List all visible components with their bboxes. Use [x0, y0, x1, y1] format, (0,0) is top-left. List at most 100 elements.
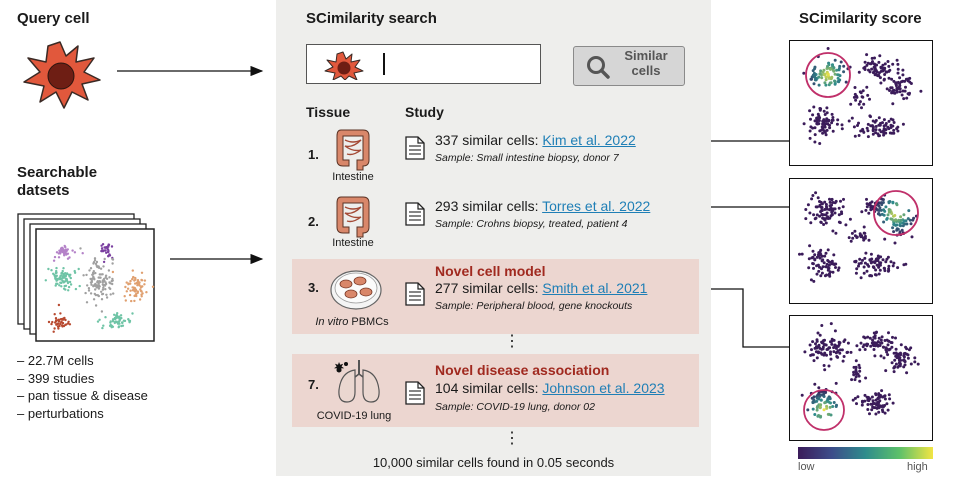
umap-point: [128, 293, 132, 297]
umap-point: [873, 402, 877, 406]
umap-point: [865, 269, 869, 273]
umap-point: [911, 218, 915, 222]
umap-point: [63, 254, 66, 257]
umap-point: [824, 221, 828, 225]
umap-point: [831, 64, 835, 68]
umap-point: [885, 338, 889, 342]
umap-point: [59, 281, 62, 284]
umap-point: [50, 269, 53, 272]
umap-point: [879, 130, 883, 134]
umap-point: [105, 293, 108, 296]
study-link[interactable]: Johnson et al. 2023: [542, 380, 665, 396]
umap-point: [827, 364, 831, 368]
umap-point: [887, 119, 891, 123]
umap-point: [825, 117, 829, 121]
umap-point: [889, 123, 893, 127]
umap-point: [820, 125, 824, 129]
umap-point: [819, 415, 822, 419]
umap-point: [104, 249, 107, 252]
umap-plot: [798, 190, 919, 283]
umap-point: [891, 102, 895, 106]
umap-point: [131, 269, 134, 272]
umap-point: [873, 56, 876, 60]
result-count: 337 similar cells: Kim et al. 2022: [435, 132, 636, 148]
umap-point: [837, 73, 840, 77]
umap-point: [877, 263, 881, 267]
umap-point: [891, 401, 895, 405]
umap-point: [888, 347, 892, 351]
umap-point: [143, 279, 147, 282]
umap-point: [877, 336, 881, 340]
umap-point: [844, 80, 848, 84]
umap-point: [842, 70, 846, 74]
umap-point: [140, 271, 144, 274]
umap-point: [59, 278, 62, 281]
umap-point: [849, 239, 853, 243]
umap-point: [853, 229, 857, 233]
umap-point: [64, 323, 67, 327]
umap-point: [117, 325, 121, 328]
umap-point: [815, 116, 819, 120]
umap-point: [890, 212, 894, 215]
umap-point: [832, 346, 836, 350]
umap-point: [824, 265, 828, 269]
umap-point: [899, 358, 903, 362]
umap-point: [881, 258, 885, 262]
umap-point: [868, 114, 872, 118]
study-link[interactable]: Torres et al. 2022: [542, 198, 651, 214]
umap-point: [887, 76, 891, 80]
search-panel-title: SCimilarity search: [306, 10, 437, 27]
umap-point: [888, 131, 892, 135]
umap-point: [101, 292, 105, 296]
study-link[interactable]: Kim et al. 2022: [542, 132, 636, 148]
umap-point: [821, 258, 825, 262]
umap-point: [822, 109, 826, 113]
umap-point: [861, 89, 865, 93]
umap-point: [866, 263, 870, 267]
lung-icon: [334, 360, 380, 403]
document-icon: [405, 202, 425, 226]
similar-cells-button[interactable]: [573, 46, 685, 86]
umap-point: [817, 269, 821, 273]
umap-point: [825, 353, 828, 357]
umap-point: [51, 320, 54, 324]
umap-point: [125, 290, 128, 293]
umap-point: [817, 114, 821, 118]
umap-point: [874, 412, 878, 416]
umap-point: [105, 277, 109, 280]
umap-point: [74, 287, 78, 291]
umap-point: [102, 277, 106, 281]
umap-point: [821, 341, 825, 345]
umap-point: [98, 280, 101, 283]
study-link[interactable]: Smith et al. 2021: [542, 280, 648, 296]
umap-point: [874, 268, 878, 272]
umap-point: [873, 336, 877, 340]
umap-point: [865, 202, 869, 206]
umap-point: [803, 350, 807, 354]
umap-point: [882, 356, 886, 360]
umap-point: [820, 352, 824, 356]
umap-point: [818, 256, 822, 260]
umap-point: [871, 132, 875, 136]
umap-point: [879, 81, 883, 85]
umap-point: [899, 215, 903, 219]
umap-point: [823, 217, 827, 221]
umap-point: [817, 83, 821, 87]
umap-point: [834, 199, 838, 203]
umap-point: [820, 76, 824, 80]
umap-point: [838, 348, 842, 352]
umap-point: [114, 314, 118, 318]
umap-point: [851, 398, 855, 402]
umap-point: [895, 353, 899, 357]
umap-point: [836, 76, 840, 80]
umap-point: [847, 236, 851, 240]
umap-point: [812, 82, 816, 86]
umap-point: [815, 255, 819, 259]
umap-point: [77, 267, 80, 271]
umap-point: [54, 284, 57, 287]
umap-point: [111, 318, 115, 321]
umap-point: [818, 129, 822, 133]
umap-point: [874, 398, 878, 402]
umap-point: [905, 371, 909, 375]
umap-point: [880, 408, 884, 412]
